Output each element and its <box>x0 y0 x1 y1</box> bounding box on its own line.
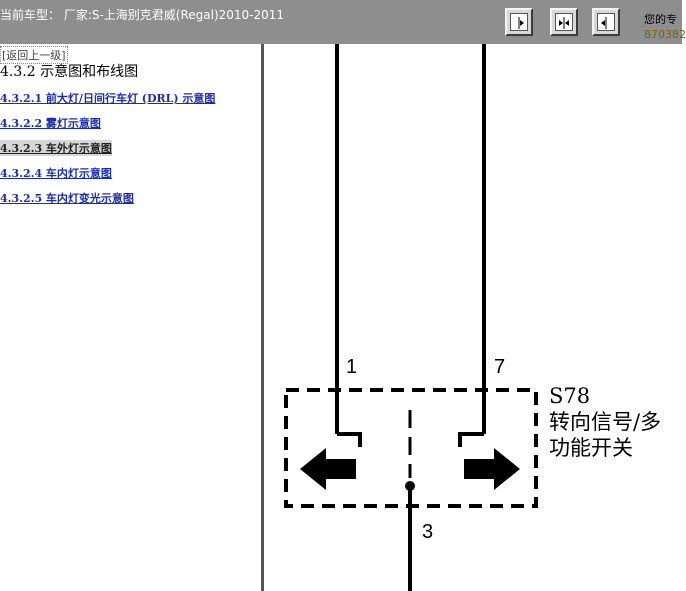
pane-collapse-right-icon <box>601 17 607 29</box>
component-id: S78 <box>549 384 591 408</box>
toc-item-exterior-lamp[interactable]: 4.3.2.3 车外灯示意图 <box>0 140 112 156</box>
pane-collapse-left-icon <box>518 17 524 29</box>
expert-label: 您的专 <box>644 13 677 26</box>
wiring-diagram <box>284 44 538 591</box>
top-bar: 当前车型： 厂家:S-上海别克君威(Regal)2010-2011 您的专 87… <box>0 0 686 44</box>
pin-label-3: 3 <box>422 521 434 543</box>
expert-number: 870382 <box>644 28 686 41</box>
back-to-parent-link[interactable]: [返回上一级] <box>0 46 68 64</box>
left-turn-arrow-icon <box>300 448 356 490</box>
section-title: 4.3.2 示意图和布线图 <box>0 64 139 80</box>
wire-pin-1-terminal <box>337 432 362 447</box>
pane-expand-icon <box>559 17 569 29</box>
pin-label-1: 1 <box>346 356 358 378</box>
right-turn-arrow-icon <box>464 448 520 490</box>
component-name: 转向信号/多功能开关 <box>549 410 662 460</box>
collapse-right-pane-button[interactable] <box>592 8 620 36</box>
toc-item-fog-lamp[interactable]: 4.3.2.2 雾灯示意图 <box>0 117 101 130</box>
wire-pin-7-terminal <box>458 432 484 447</box>
expand-pane-button[interactable] <box>550 8 578 36</box>
navigation-pane: [返回上一级] 4.3.2 示意图和布线图 4.3.2.1 前大灯/日间行车灯 … <box>0 44 261 591</box>
toc-item-interior-dimming[interactable]: 4.3.2.5 车内灯变光示意图 <box>0 192 134 205</box>
pin-label-7: 7 <box>494 356 506 378</box>
expert-info: 您的专 870382 <box>644 12 686 42</box>
pane-divider[interactable] <box>261 44 264 591</box>
collapse-left-pane-button[interactable] <box>505 8 533 36</box>
toc-item-headlamp-drl[interactable]: 4.3.2.1 前大灯/日间行车灯 (DRL) 示意图 <box>0 92 216 105</box>
current-vehicle-title: 当前车型： 厂家:S-上海别克君威(Regal)2010-2011 <box>0 8 285 22</box>
junction-dot <box>405 481 415 491</box>
toc-item-interior-lamp[interactable]: 4.3.2.4 车内灯示意图 <box>0 167 112 180</box>
